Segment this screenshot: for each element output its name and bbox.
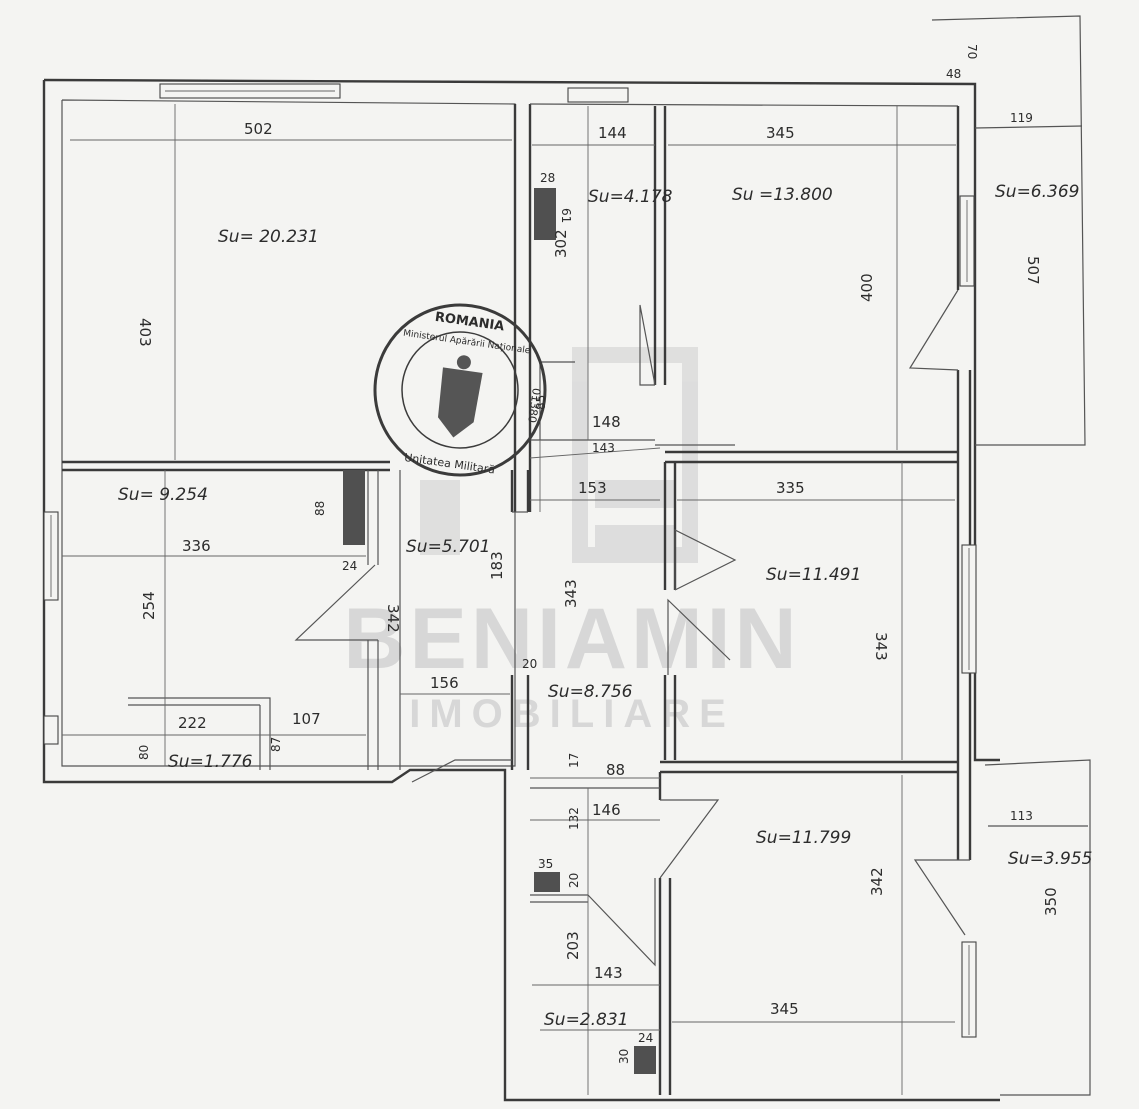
dim-345-bottom: 345 xyxy=(770,1000,799,1018)
dim-28: 28 xyxy=(540,171,555,185)
area-label-8: Su=8.756 xyxy=(548,682,633,702)
dim-343-right: 343 xyxy=(872,632,890,661)
dim-302: 302 xyxy=(552,229,570,258)
dim-70: 70 xyxy=(965,44,979,59)
dim-87: 87 xyxy=(269,737,283,752)
stamp-number: 01380 xyxy=(525,387,543,423)
window-left-2 xyxy=(43,715,59,745)
dim-88-duct: 88 xyxy=(313,501,327,516)
area-label-10: Su=11.799 xyxy=(756,828,851,848)
dimension-labels: 502 144 345 119 70 48 403 28 61 302 400 … xyxy=(136,44,1060,1064)
dim-20-duct: 20 xyxy=(567,873,581,888)
watermark-tagline: IMOBILIARE xyxy=(409,692,735,736)
duct-1 xyxy=(534,188,556,240)
dim-254: 254 xyxy=(140,591,158,620)
area-label-6: Su=5.701 xyxy=(406,537,490,557)
dim-119: 119 xyxy=(1010,111,1033,125)
dim-502: 502 xyxy=(244,120,273,138)
windows xyxy=(43,83,977,1038)
dim-144: 144 xyxy=(598,124,627,142)
dim-342-left: 342 xyxy=(384,604,402,633)
area-label-5: Su= 9.254 xyxy=(118,485,208,505)
dim-80: 80 xyxy=(137,745,151,760)
stamp-unit: Unitatea Militară xyxy=(403,451,495,477)
dim-342-right: 342 xyxy=(868,867,886,896)
dim-336: 336 xyxy=(182,537,211,555)
dim-132: 132 xyxy=(567,807,581,830)
area-label-2: Su=4.178 xyxy=(588,187,673,207)
duct-4 xyxy=(634,1046,656,1074)
doors xyxy=(294,289,970,967)
window-top-middle xyxy=(567,87,629,103)
watermark: BENIAMIN IMOBILIARE xyxy=(343,347,800,736)
area-labels: Su= 20.231 Su=4.178 Su =13.800 Su=6.369 … xyxy=(118,182,1092,1030)
dim-88-hall: 88 xyxy=(606,761,625,779)
dim-20-mid: 20 xyxy=(522,657,537,671)
dim-400: 400 xyxy=(858,273,876,302)
dim-156: 156 xyxy=(430,674,459,692)
area-label-1: Su= 20.231 xyxy=(218,227,319,247)
watermark-logo xyxy=(420,347,698,563)
outer-walls xyxy=(42,15,1091,1102)
area-label-4: Su=6.369 xyxy=(995,182,1079,202)
dim-335: 335 xyxy=(776,479,805,497)
watermark-brand: BENIAMIN xyxy=(343,591,800,687)
official-stamp: ROMANIA Ministerul Apărării Naționale Un… xyxy=(373,303,547,477)
ducts xyxy=(343,188,656,1074)
dim-35: 35 xyxy=(538,857,553,871)
dim-343-mid: 343 xyxy=(562,579,580,608)
dim-61: 61 xyxy=(559,208,573,223)
dim-143-bottom: 143 xyxy=(594,964,623,982)
dim-146: 146 xyxy=(592,801,621,819)
area-label-7: Su=11.491 xyxy=(766,565,861,585)
dim-153: 153 xyxy=(578,479,607,497)
dim-85: 85 xyxy=(534,395,548,410)
dim-30: 30 xyxy=(617,1049,631,1064)
dim-148: 148 xyxy=(592,413,621,431)
dim-24-bottom: 24 xyxy=(638,1031,653,1045)
dim-143-top: 143 xyxy=(592,441,615,455)
dim-403: 403 xyxy=(136,318,154,347)
dim-24-top: 24 xyxy=(342,559,357,573)
duct-3 xyxy=(534,872,560,892)
area-label-3: Su =13.800 xyxy=(732,185,833,205)
dim-345-top: 345 xyxy=(766,124,795,142)
dimension-lines xyxy=(62,104,956,1095)
dim-113: 113 xyxy=(1010,809,1033,823)
dim-507: 507 xyxy=(1024,256,1042,285)
area-label-9: Su=1.776 xyxy=(168,752,253,772)
dim-350: 350 xyxy=(1042,887,1060,916)
area-label-12: Su=2.831 xyxy=(544,1010,628,1030)
dim-17: 17 xyxy=(567,753,581,768)
dim-183: 183 xyxy=(488,551,506,580)
dim-48: 48 xyxy=(946,67,961,81)
dim-107: 107 xyxy=(292,710,321,728)
dim-222: 222 xyxy=(178,714,207,732)
dim-203: 203 xyxy=(564,931,582,960)
area-label-11: Su=3.955 xyxy=(1008,849,1092,869)
duct-2 xyxy=(343,470,365,545)
